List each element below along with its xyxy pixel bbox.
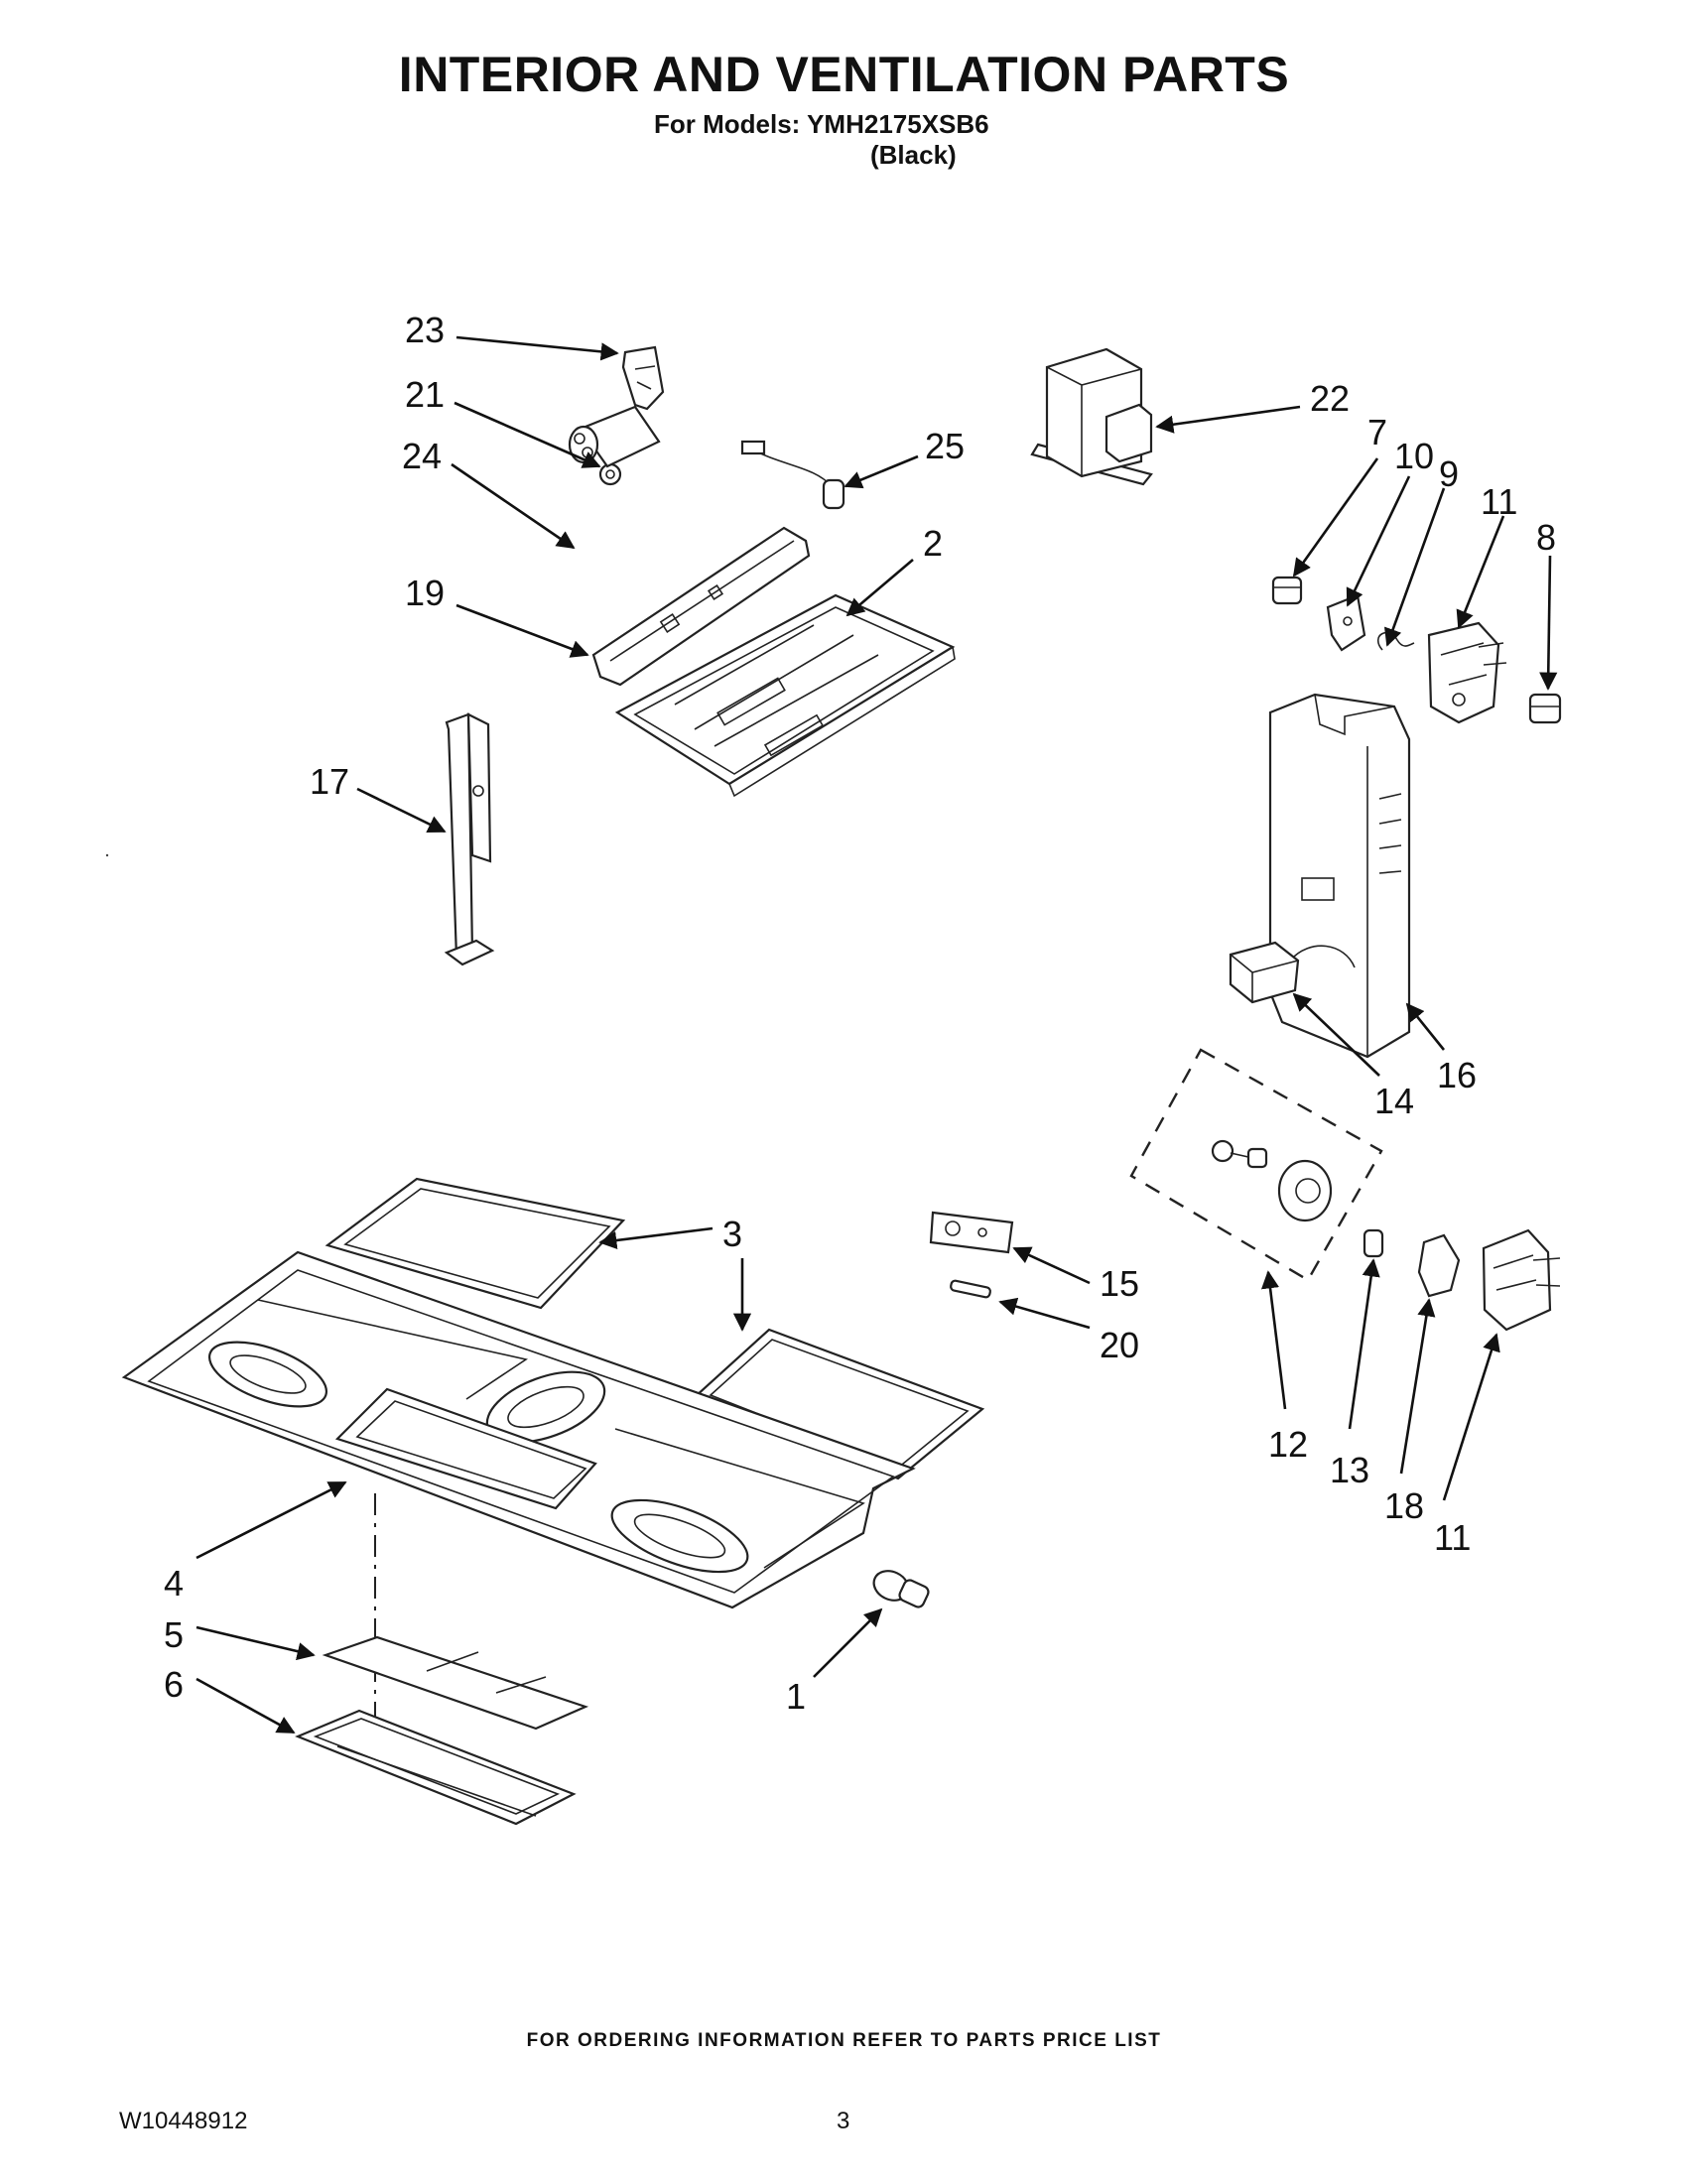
document-number: W10448912 <box>119 2108 248 2134</box>
part-21-clip <box>598 462 622 486</box>
part-7-switch <box>1271 576 1303 605</box>
part-25-thermal-fuse <box>740 440 845 510</box>
part-9-spring <box>1376 631 1415 651</box>
callout-17: 17 <box>310 761 349 802</box>
part-20-pin <box>950 1279 991 1299</box>
callout-10: 10 <box>1394 436 1434 476</box>
callout-25: 25 <box>925 426 965 466</box>
part-10-switch-holder <box>1326 593 1366 652</box>
part-1-light-socket <box>872 1570 930 1608</box>
part-12-damper-assembly <box>1129 1048 1383 1282</box>
part-23-bracket <box>621 345 665 411</box>
part-14-block <box>1229 941 1300 1004</box>
part-11-latch-assembly <box>1427 621 1507 724</box>
callout-11-lower: 11 <box>1434 1517 1471 1558</box>
callout-14: 14 <box>1374 1081 1414 1121</box>
part-5-charcoal-filter <box>322 1635 589 1731</box>
callout-8: 8 <box>1536 517 1556 558</box>
callout-16: 16 <box>1437 1055 1477 1095</box>
part-4-bottom-plate <box>121 1250 916 1609</box>
callout-18: 18 <box>1384 1485 1424 1526</box>
part-19-wire-bracket <box>591 526 811 687</box>
callout-9: 9 <box>1439 453 1459 494</box>
part-17-support-strip <box>444 712 495 966</box>
callout-19: 19 <box>405 573 445 613</box>
callout-13: 13 <box>1330 1450 1369 1490</box>
callout-11: 11 <box>1481 481 1517 522</box>
part-11-latch-assembly-lower <box>1482 1228 1561 1332</box>
callout-21: 21 <box>405 374 445 415</box>
callout-24: 24 <box>402 436 442 476</box>
part-24-capacitor <box>568 405 661 468</box>
part-13-pin <box>1363 1228 1384 1258</box>
part-3-grease-filter <box>325 1177 626 1310</box>
callout-7: 7 <box>1367 412 1387 452</box>
callout-4: 4 <box>164 1563 184 1604</box>
model-subtitle: For Models: YMH2175XSB6 <box>654 109 989 139</box>
callout-20: 20 <box>1100 1325 1139 1365</box>
part-22-transformer <box>1030 347 1153 486</box>
callout-22: 22 <box>1310 378 1350 419</box>
callout-23: 23 <box>405 310 445 350</box>
part-18-switch <box>1417 1233 1461 1298</box>
part-2-base-plate <box>614 593 956 798</box>
page-number: 3 <box>837 2108 850 2134</box>
page-title: INTERIOR AND VENTILATION PARTS <box>398 47 1290 102</box>
leader-arrows <box>195 335 1558 1734</box>
callout-3: 3 <box>722 1214 742 1254</box>
part-8-switch <box>1528 693 1562 724</box>
part-15-bracket <box>929 1211 1014 1254</box>
callout-2: 2 <box>923 523 943 564</box>
callout-6: 6 <box>164 1664 184 1705</box>
callout-labels: 23 21 24 19 17 25 2 22 7 10 9 11 8 16 14… <box>164 310 1556 1717</box>
callout-15: 15 <box>1100 1263 1139 1304</box>
callout-1: 1 <box>786 1676 806 1717</box>
part-16-air-duct <box>1268 693 1411 1059</box>
model-variant: (Black) <box>870 140 957 170</box>
callout-12: 12 <box>1268 1424 1308 1465</box>
ordering-note: FOR ORDERING INFORMATION REFER TO PARTS … <box>526 2030 1162 2051</box>
callout-5: 5 <box>164 1614 184 1655</box>
stray-mark <box>105 853 109 857</box>
part-6-vent-grille <box>295 1709 577 1826</box>
